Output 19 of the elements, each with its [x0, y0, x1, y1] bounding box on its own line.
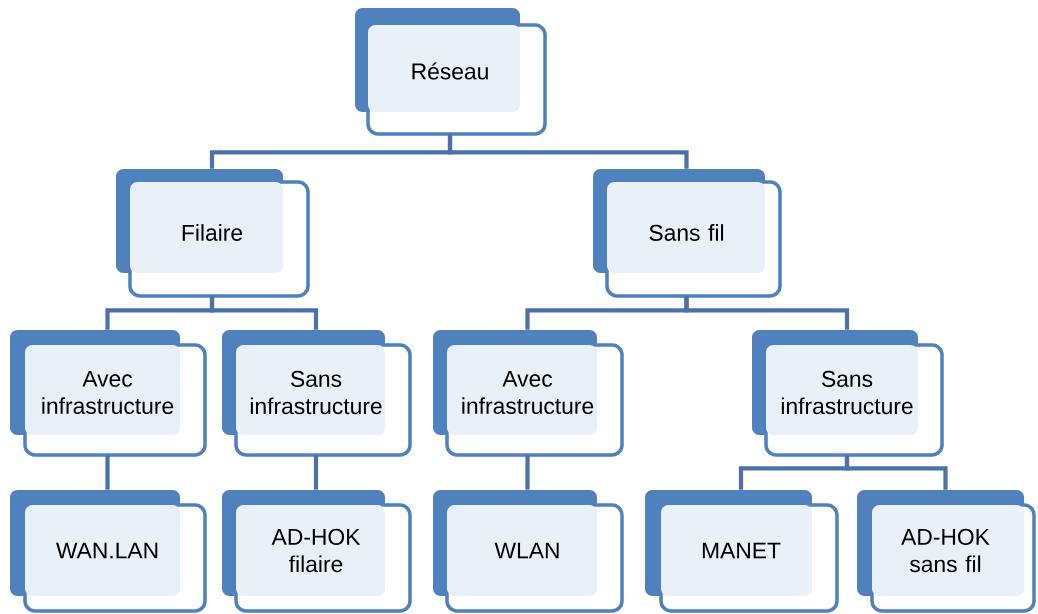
org-box: AD-HOK filaire: [222, 490, 412, 613]
org-box: Sans fil: [593, 169, 782, 298]
connector-line: [313, 455, 319, 490]
org-box: AD-HOK sans fil: [857, 490, 1036, 613]
connector-line: [447, 134, 689, 169]
connector-line: [105, 455, 110, 490]
org-box: Avec infrastructure: [10, 330, 207, 457]
org-box: Filaire: [116, 169, 310, 298]
connector-line: [684, 296, 850, 330]
connector-line: [209, 296, 319, 330]
connector-line: [525, 455, 530, 490]
org-box: WLAN: [433, 490, 624, 613]
org-box: Réseau: [355, 8, 547, 136]
org-box: Sans infrastructure: [222, 330, 412, 457]
org-box: Sans infrastructure: [752, 330, 944, 457]
org-box: Avec infrastructure: [433, 330, 624, 457]
connector-line: [844, 455, 948, 490]
org-box: MANET: [645, 490, 839, 613]
org-box: WAN.LAN: [10, 490, 207, 613]
